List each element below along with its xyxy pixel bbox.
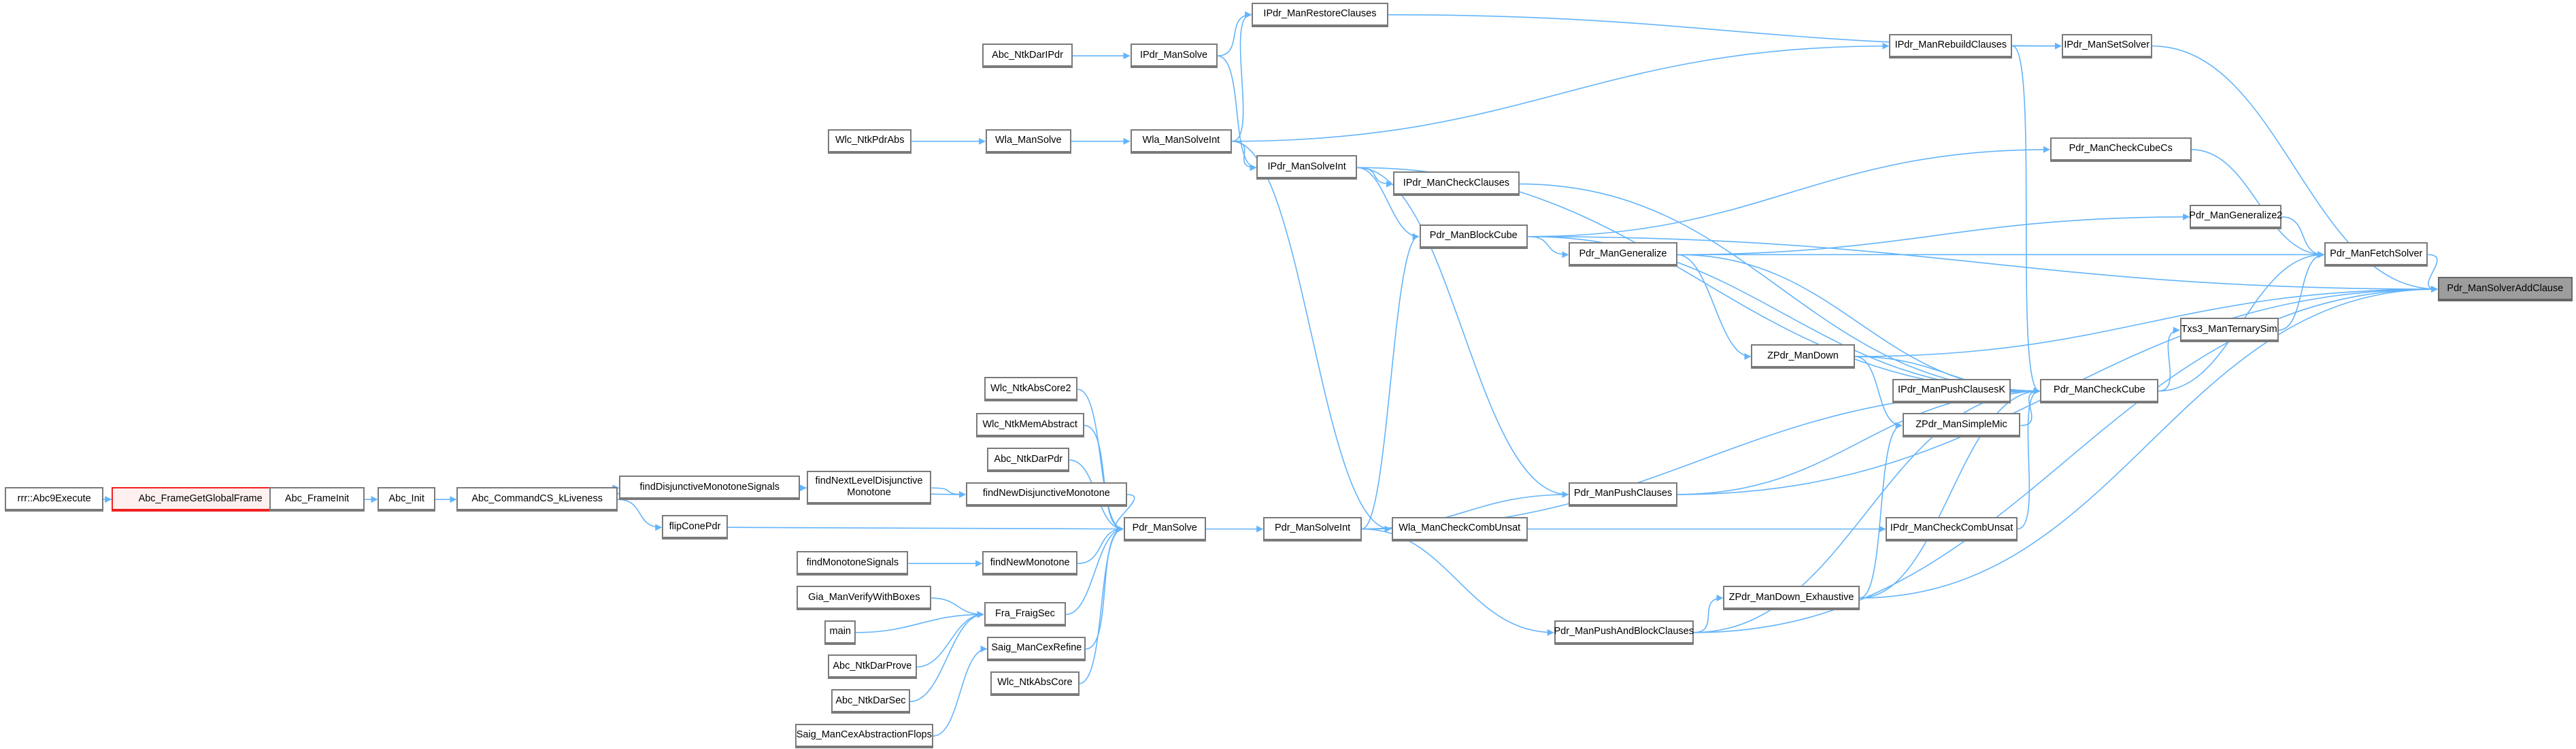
node-findNewDisj[interactable]: findNewDisjunctiveMonotone	[966, 482, 1127, 507]
edge-generalize-to-zDown	[1677, 254, 1752, 361]
edge-flipCone-to-pdrSolve	[727, 525, 1124, 533]
node-restore[interactable]: IPdr_ManRestoreClauses	[1252, 2, 1388, 27]
node-pdrSolveInt[interactable]: Pdr_ManSolveInt	[1263, 516, 1362, 542]
edge-giaVerify-to-fraigSec	[931, 597, 984, 618]
node-checkCubeCs[interactable]: Pdr_ManCheckCubeCs	[2050, 137, 2192, 162]
edge-darSec-to-fraigSec	[909, 611, 984, 702]
edge-ipdrSolve-to-ipdrSolveInt	[1217, 55, 1257, 171]
node-checkCube[interactable]: Pdr_ManCheckCube	[2040, 378, 2159, 403]
node-abcInit[interactable]: Abc_Init	[378, 487, 435, 512]
node-pdrSolve[interactable]: Pdr_ManSolve	[1123, 516, 1206, 542]
node-darPdr[interactable]: Abc_NtkDarPdr	[987, 448, 1070, 473]
node-ipdrCombUnsat[interactable]: IPdr_ManCheckCombUnsat	[1886, 516, 2018, 542]
node-findNextLevel[interactable]: findNextLevelDisjunctive Monotone	[806, 471, 932, 505]
node-cexRefine[interactable]: Saig_ManCexRefine	[987, 636, 1086, 661]
edge-setSolver-to-addClause	[2152, 45, 2438, 293]
node-ipdrSolveInt[interactable]: IPdr_ManSolveInt	[1256, 155, 1357, 180]
edge-zDownEx-to-addClause	[1859, 286, 2438, 599]
edge-wlaSolveInt-to-rebuild	[1232, 42, 1890, 142]
node-simpleMic[interactable]: ZPdr_ManSimpleMic	[1902, 413, 2021, 438]
edge-cexAbsFlops-to-cexRefine	[933, 645, 988, 737]
node-absCore[interactable]: Wlc_NtkAbsCore	[990, 671, 1080, 696]
edge-pushBlock-to-addClause	[1693, 286, 2438, 633]
node-wlaSolve[interactable]: Wla_ManSolve	[986, 129, 1071, 154]
node-absCore2[interactable]: Wlc_NtkAbsCore2	[984, 377, 1078, 402]
node-kLiveness[interactable]: Abc_CommandCS_kLiveness	[456, 487, 618, 512]
node-darProve[interactable]: Abc_NtkDarProve	[828, 654, 917, 680]
edge-fetchSolver-to-addClause	[2428, 254, 2438, 293]
node-setSolver[interactable]: IPdr_ManSetSolver	[2061, 33, 2152, 59]
node-cexAbsFlops[interactable]: Saig_ManCexAbstractionFlops	[794, 723, 933, 748]
edge-zDownEx-to-simpleMic	[1859, 422, 1903, 599]
node-rrr[interactable]: rrr::Abc9Execute	[5, 487, 104, 512]
edge-checkCube-to-ternary	[2158, 327, 2180, 392]
node-flipCone[interactable]: flipConePdr	[662, 515, 728, 540]
node-darSec[interactable]: Abc_NtkDarSec	[831, 689, 910, 714]
node-zDown[interactable]: ZPdr_ManDown	[1751, 344, 1855, 369]
node-ipdrSolve[interactable]: IPdr_ManSolve	[1130, 44, 1218, 69]
node-darIPdr[interactable]: Abc_NtkDarIPdr	[982, 44, 1073, 69]
edge-checkCubeCs-to-fetchSolver	[2191, 148, 2325, 259]
edge-main-to-fraigSec	[856, 611, 984, 633]
edge-zDown-to-addClause	[1854, 286, 2438, 357]
node-ternary[interactable]: Txs3_ManTernarySim	[2179, 318, 2279, 343]
node-zDownEx[interactable]: ZPdr_ManDown_Exhaustive	[1723, 586, 1860, 611]
edge-blockCube-to-checkCubeCs	[1527, 146, 2050, 237]
edge-ipdrCombUnsat-to-checkCube	[2017, 387, 2041, 530]
node-checkClauses[interactable]: IPdr_ManCheckClauses	[1392, 171, 1520, 197]
edge-ipdrSolve-to-restore	[1217, 11, 1252, 56]
edge-pdrSolveInt-to-blockCube	[1361, 233, 1420, 530]
node-pushK[interactable]: IPdr_ManPushClausesK	[1892, 378, 2011, 403]
edge-blockCube-to-addClause	[1527, 235, 2438, 293]
node-wlaSolveInt[interactable]: Wla_ManSolveInt	[1130, 129, 1233, 154]
edge-zDown-to-simpleMic	[1854, 356, 1903, 429]
edge-memAbstract-to-pdrSolve	[1084, 425, 1124, 533]
node-main[interactable]: main	[824, 620, 856, 645]
edge-ipdrSolveInt-to-checkCube	[1356, 167, 2041, 395]
edge-generalize-to-checkCube	[1677, 254, 2041, 395]
node-wlaCombUnsat[interactable]: Wla_ManCheckCombUnsat	[1391, 516, 1528, 542]
edge-generalize-to-generalize2	[1677, 213, 2190, 256]
edge-ipdrSolveInt-to-blockCube	[1356, 167, 1420, 240]
edge-blockCube-to-generalize	[1527, 235, 1569, 259]
edge-wlaSolveInt-to-wlaCombUnsat	[1232, 140, 1392, 533]
edge-rebuild-to-checkCube	[2012, 45, 2041, 395]
edge-pushClauses-to-checkCube	[1677, 387, 2041, 495]
edge-simpleMic-to-checkCube	[2020, 387, 2041, 427]
node-wlcPdrAbs[interactable]: Wlc_NtkPdrAbs	[828, 129, 912, 154]
node-fraigSec[interactable]: Fra_FraigSec	[984, 602, 1067, 627]
node-memAbstract[interactable]: Wlc_NtkMemAbstract	[975, 413, 1084, 438]
node-frameInit[interactable]: Abc_FrameInit	[269, 487, 365, 512]
node-fetchSolver[interactable]: Pdr_ManFetchSolver	[2324, 242, 2428, 267]
node-findNewMono[interactable]: findNewMonotone	[982, 551, 1078, 576]
node-addClause[interactable]: Pdr_ManSolverAddClause	[2437, 277, 2573, 302]
edge-pushBlock-to-zDownEx	[1693, 595, 1724, 633]
edge-ipdrSolveInt-to-checkClauses	[1356, 167, 1393, 188]
node-pushClauses[interactable]: Pdr_ManPushClauses	[1569, 482, 1677, 507]
node-findDisj[interactable]: findDisjunctiveMonotoneSignals	[619, 476, 801, 501]
node-giaVerify[interactable]: Gia_ManVerifyWithBoxes	[797, 586, 932, 611]
edge-ternary-to-fetchSolver	[2278, 251, 2325, 331]
node-findMono[interactable]: findMonotoneSignals	[797, 551, 909, 576]
edge-generalize2-to-fetchSolver	[2281, 216, 2325, 259]
edge-findNewMono-to-pdrSolve	[1077, 525, 1124, 565]
edge-ipdrSolveInt-to-pushClauses	[1356, 167, 1569, 498]
edge-pdrSolveInt-to-checkCube	[1362, 387, 2041, 530]
node-pushBlock[interactable]: Pdr_ManPushAndBlockClauses	[1554, 620, 1694, 645]
edge-fraigSec-to-pdrSolve	[1066, 525, 1124, 616]
node-generalize2[interactable]: Pdr_ManGeneralize2	[2189, 204, 2282, 229]
node-blockCube[interactable]: Pdr_ManBlockCube	[1419, 224, 1528, 249]
node-frameGlobal[interactable]: Abc_FrameGetGlobalFrame	[112, 487, 290, 512]
edge-pdrSolveInt-to-pushBlock	[1362, 528, 1554, 636]
edge-findNextLevel-to-findNewDisj	[931, 487, 967, 498]
node-rebuild[interactable]: IPdr_ManRebuildClauses	[1889, 33, 2013, 59]
edge-pushBlock-to-checkCube	[1693, 387, 2041, 633]
edge-kLiveness-to-flipCone	[618, 499, 663, 531]
edge-absCore2-to-pdrSolve	[1077, 388, 1124, 533]
node-generalize[interactable]: Pdr_ManGeneralize	[1569, 242, 1677, 267]
edge-absCore-to-pdrSolve	[1079, 525, 1124, 684]
